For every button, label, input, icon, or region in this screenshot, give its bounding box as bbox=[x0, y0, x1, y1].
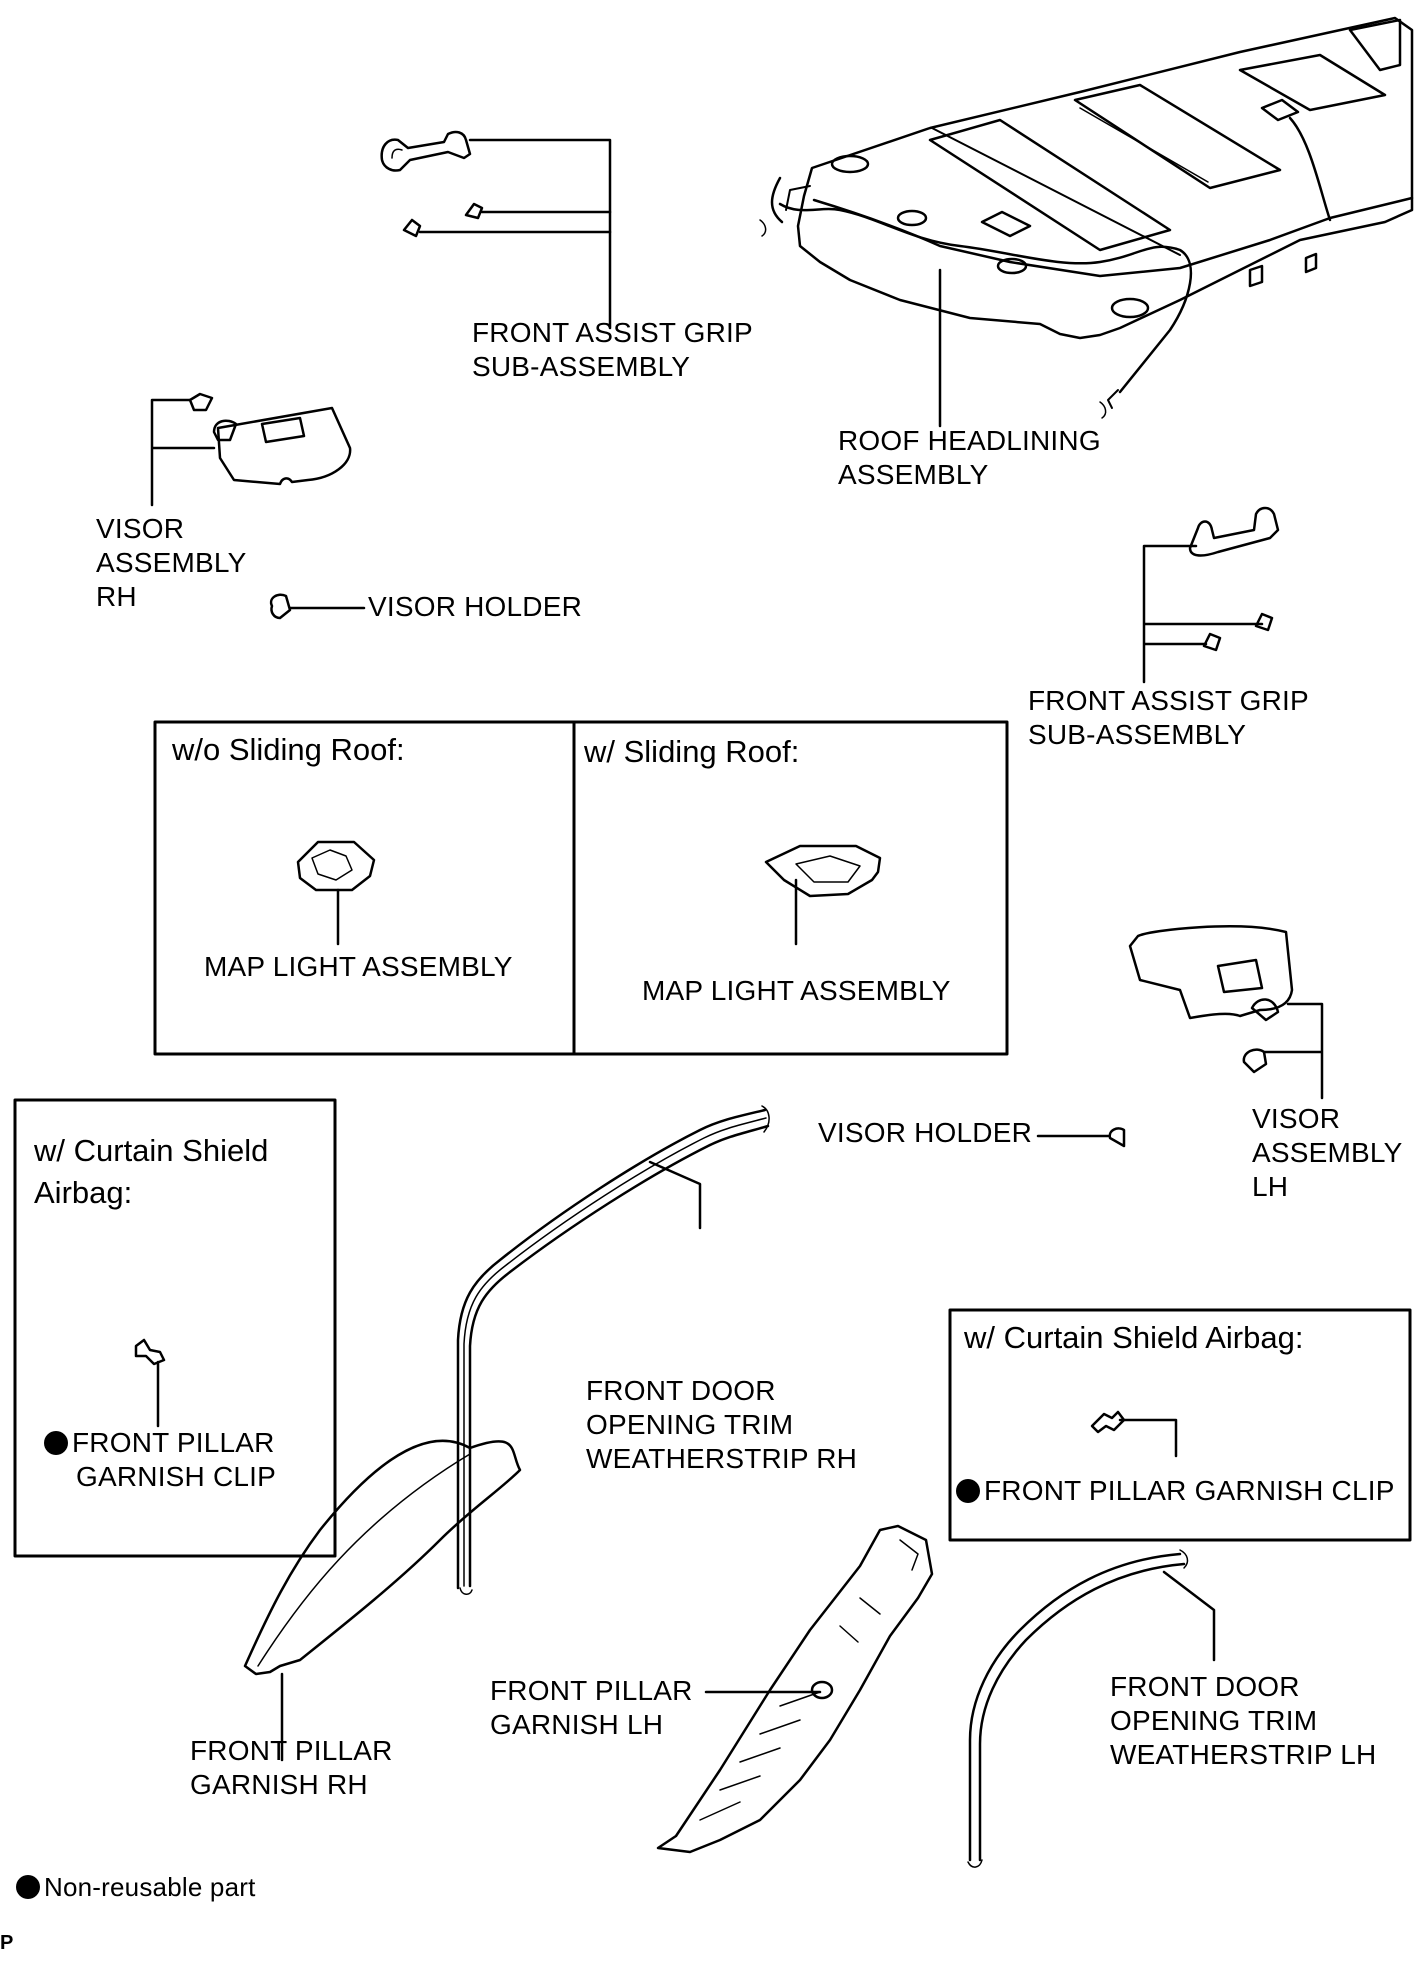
label-line: FRONT PILLAR bbox=[190, 1735, 393, 1766]
label-line: OPENING TRIM bbox=[1110, 1705, 1318, 1736]
label-pillar-clip-rh: FRONT PILLAR GARNISH CLIP bbox=[44, 1426, 276, 1494]
non-reusable-dot-icon bbox=[956, 1479, 980, 1503]
box-title-wo-sliding-roof: w/o Sliding Roof: bbox=[172, 732, 405, 767]
map-light-wo-drawing bbox=[296, 840, 376, 946]
label-line: FRONT DOOR bbox=[586, 1375, 776, 1406]
non-reusable-dot-icon bbox=[44, 1431, 68, 1455]
label-line: VISOR bbox=[1252, 1103, 1341, 1134]
pillar-garnish-rh-drawing bbox=[243, 1439, 522, 1762]
box-title-line: Airbag: bbox=[34, 1175, 133, 1210]
front-assist-grip-lh-drawing bbox=[1142, 506, 1280, 684]
label-line: RH bbox=[96, 581, 137, 612]
label-line: GARNISH CLIP bbox=[76, 1461, 276, 1492]
non-reusable-dot-icon bbox=[16, 1875, 40, 1899]
label-weatherstrip-lh: FRONT DOOR OPENING TRIM WEATHERSTRIP LH bbox=[1110, 1670, 1376, 1772]
label-line-text: FRONT PILLAR bbox=[72, 1427, 275, 1458]
visor-rh-drawing bbox=[150, 392, 366, 620]
pillar-clip-rh-drawing bbox=[134, 1338, 166, 1428]
label-map-light-w: MAP LIGHT ASSEMBLY bbox=[642, 975, 951, 1006]
label-pillar-clip-lh: FRONT PILLAR GARNISH CLIP bbox=[956, 1474, 1395, 1508]
label-line: ASSEMBLY bbox=[96, 547, 247, 578]
front-assist-grip-rh-drawing bbox=[380, 130, 612, 330]
label-weatherstrip-rh: FRONT DOOR OPENING TRIM WEATHERSTRIP RH bbox=[586, 1374, 857, 1476]
label-front-assist-grip-rh: FRONT ASSIST GRIP SUB-ASSEMBLY bbox=[472, 316, 753, 384]
pillar-garnish-lh-drawing bbox=[656, 1524, 934, 1854]
label-front-assist-grip-lh: FRONT ASSIST GRIP SUB-ASSEMBLY bbox=[1028, 684, 1309, 752]
box-title-curtain-left: w/ Curtain Shield Airbag: bbox=[34, 1130, 268, 1214]
legend: Non-reusable part bbox=[16, 1870, 256, 1904]
label-visor-holder-rh: VISOR HOLDER bbox=[368, 591, 582, 622]
curtain-airbag-box-right bbox=[948, 1308, 1412, 1542]
diagram-code: P bbox=[0, 1932, 14, 1954]
label-line: OPENING TRIM bbox=[586, 1409, 794, 1440]
label-line: FRONT ASSIST GRIP bbox=[472, 317, 753, 348]
box-title-curtain-right: w/ Curtain Shield Airbag: bbox=[964, 1320, 1304, 1355]
sliding-roof-box bbox=[153, 720, 1009, 1056]
label-line: SUB-ASSEMBLY bbox=[1028, 719, 1247, 750]
label-visor-holder-lh: VISOR HOLDER bbox=[818, 1117, 1032, 1148]
label-text: FRONT PILLAR GARNISH CLIP bbox=[984, 1475, 1395, 1506]
label-pillar-garnish-rh: FRONT PILLAR GARNISH RH bbox=[190, 1734, 393, 1802]
box-title-line: w/ Curtain Shield bbox=[34, 1133, 269, 1168]
box-title-w-sliding-roof: w/ Sliding Roof: bbox=[584, 734, 800, 769]
label-line: WEATHERSTRIP RH bbox=[586, 1443, 858, 1474]
pillar-clip-lh-drawing bbox=[1090, 1410, 1178, 1458]
label-line: FRONT ASSIST GRIP bbox=[1028, 685, 1309, 716]
label-visor-rh: VISOR ASSEMBLY RH bbox=[96, 512, 246, 614]
label-line: ROOF HEADLINING bbox=[838, 425, 1101, 456]
weatherstrip-rh-drawing bbox=[456, 1105, 770, 1595]
label-line: ASSEMBLY bbox=[838, 459, 989, 490]
label-line: FRONT PILLAR bbox=[490, 1675, 693, 1706]
label-line: LH bbox=[1252, 1171, 1289, 1202]
label-line: VISOR bbox=[96, 513, 185, 544]
label-line: GARNISH LH bbox=[490, 1709, 664, 1740]
label-pillar-garnish-lh: FRONT PILLAR GARNISH LH bbox=[490, 1674, 693, 1742]
label-roof-headlining: ROOF HEADLINING ASSEMBLY bbox=[838, 424, 1101, 492]
label-line: FRONT PILLAR bbox=[44, 1426, 276, 1460]
curtain-airbag-box-left bbox=[13, 1098, 337, 1558]
roof-headlining-drawing bbox=[759, 16, 1414, 419]
map-light-w-drawing bbox=[764, 844, 882, 946]
label-line: SUB-ASSEMBLY bbox=[472, 351, 691, 382]
label-map-light-wo: MAP LIGHT ASSEMBLY bbox=[204, 951, 513, 982]
label-line: GARNISH RH bbox=[190, 1769, 368, 1800]
legend-text: Non-reusable part bbox=[44, 1872, 256, 1902]
label-line: ASSEMBLY bbox=[1252, 1137, 1403, 1168]
label-visor-lh: VISOR ASSEMBLY LH bbox=[1252, 1102, 1402, 1204]
label-line: WEATHERSTRIP LH bbox=[1110, 1739, 1377, 1770]
visor-lh-drawing bbox=[1036, 925, 1324, 1148]
weatherstrip-lh-drawing bbox=[967, 1549, 1216, 1868]
label-line: FRONT DOOR bbox=[1110, 1671, 1300, 1702]
